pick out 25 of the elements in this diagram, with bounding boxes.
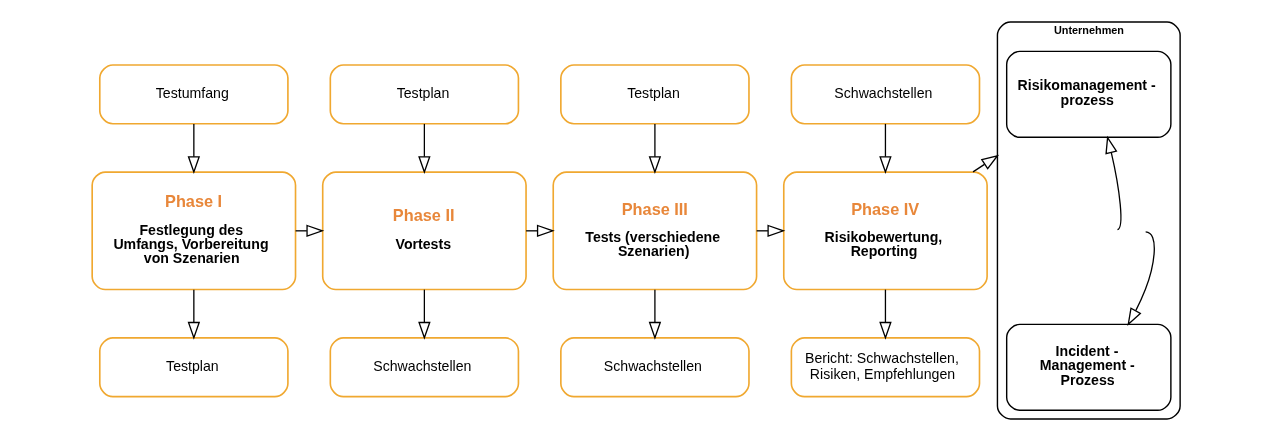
arrow	[648, 288, 661, 340]
arrow	[1126, 230, 1155, 326]
node-box: Phase III Tests (verschiedene Szenarien)	[551, 170, 757, 290]
arrow	[417, 122, 431, 174]
arrow	[187, 288, 200, 340]
node-box: Schwachstellen	[790, 63, 980, 125]
node-box: Testumfang	[98, 63, 289, 125]
arrow	[878, 122, 892, 174]
arrow	[417, 288, 431, 340]
node-box: Testplan	[329, 63, 519, 125]
node-box: Schwachstellen	[559, 336, 750, 397]
arrow	[648, 122, 661, 174]
node-box: Risikomanagement - prozess	[1005, 50, 1172, 138]
node-box: Phase II Vortests	[321, 170, 527, 290]
arrow	[187, 122, 200, 174]
node-box: Testplan	[98, 336, 289, 397]
arrow	[1104, 135, 1122, 230]
node-box: Phase I Festlegung des Umfangs, Vorbereitung von Szenarien	[90, 170, 296, 290]
node-box: Testplan	[559, 63, 750, 125]
arrow	[878, 288, 892, 340]
node-box: Bericht: Schwachstellen, Risiken, Empfehlungen	[790, 336, 980, 397]
node-box: Phase IV Risikobewertung, Reporting	[782, 170, 988, 290]
node-box: Incident - Management - Prozess	[1005, 323, 1172, 411]
node-box: Schwachstellen	[329, 336, 519, 397]
arrow	[971, 154, 999, 173]
